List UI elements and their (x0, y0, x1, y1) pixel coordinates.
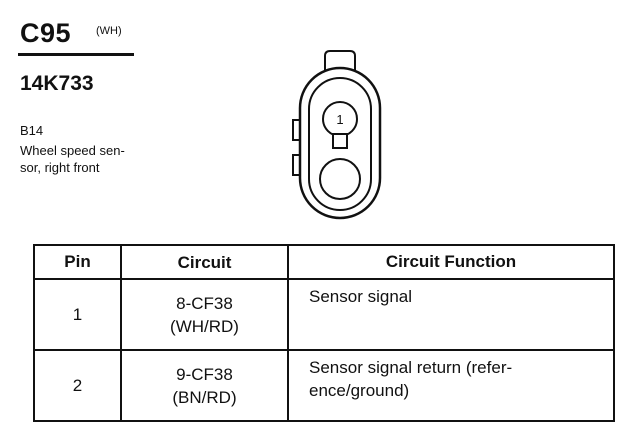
pin-table: Pin Circuit Circuit Function 1 8-CF38 (W… (33, 244, 615, 422)
header-circuit: Circuit (120, 244, 289, 280)
function-line: Sensor signal (309, 287, 413, 306)
connector-face-diagram: 1 (292, 50, 382, 220)
circuit-line: (BN/RD) (172, 387, 237, 407)
ref-code: B14 (20, 123, 44, 138)
description-line: sor, right front (20, 160, 100, 175)
pin-1-label: 1 (336, 112, 343, 127)
header-function: Circuit Function (287, 244, 615, 280)
color-code: (WH) (96, 25, 122, 37)
function-cell: Sensor signal return (refer- ence/ground… (287, 349, 615, 422)
circuit-cell: 8-CF38 (WH/RD) (120, 278, 289, 351)
title-rule (18, 53, 134, 56)
pin-cell: 2 (33, 349, 122, 422)
function-cell: Sensor signal (287, 278, 615, 351)
part-number: 14K733 (20, 72, 94, 95)
connector-ridge-left-lower (292, 154, 300, 176)
pin-cell: 1 (33, 278, 122, 351)
function-line: ence/ground) (309, 381, 410, 400)
circuit-line: 8-CF38 (176, 293, 233, 313)
pin-2-cavity (319, 158, 361, 200)
connector-latch (324, 50, 356, 72)
circuit-line: 9-CF38 (176, 364, 233, 384)
table-row: 1 8-CF38 (WH/RD) Sensor signal (33, 278, 615, 351)
connector-id: C95 (20, 18, 72, 48)
description-line: Wheel speed sen- (20, 143, 125, 158)
table-header-row: Pin Circuit Circuit Function (33, 244, 615, 280)
table-row: 2 9-CF38 (BN/RD) Sensor signal return (r… (33, 349, 615, 422)
connector-ridge-left (292, 119, 300, 141)
header-pin: Pin (33, 244, 122, 280)
function-line: Sensor signal return (refer- (309, 358, 513, 377)
pin-1-terminal (332, 133, 348, 149)
circuit-cell: 9-CF38 (BN/RD) (120, 349, 289, 422)
circuit-line: (WH/RD) (170, 316, 239, 336)
description: Wheel speed sen- sor, right front (20, 142, 160, 176)
